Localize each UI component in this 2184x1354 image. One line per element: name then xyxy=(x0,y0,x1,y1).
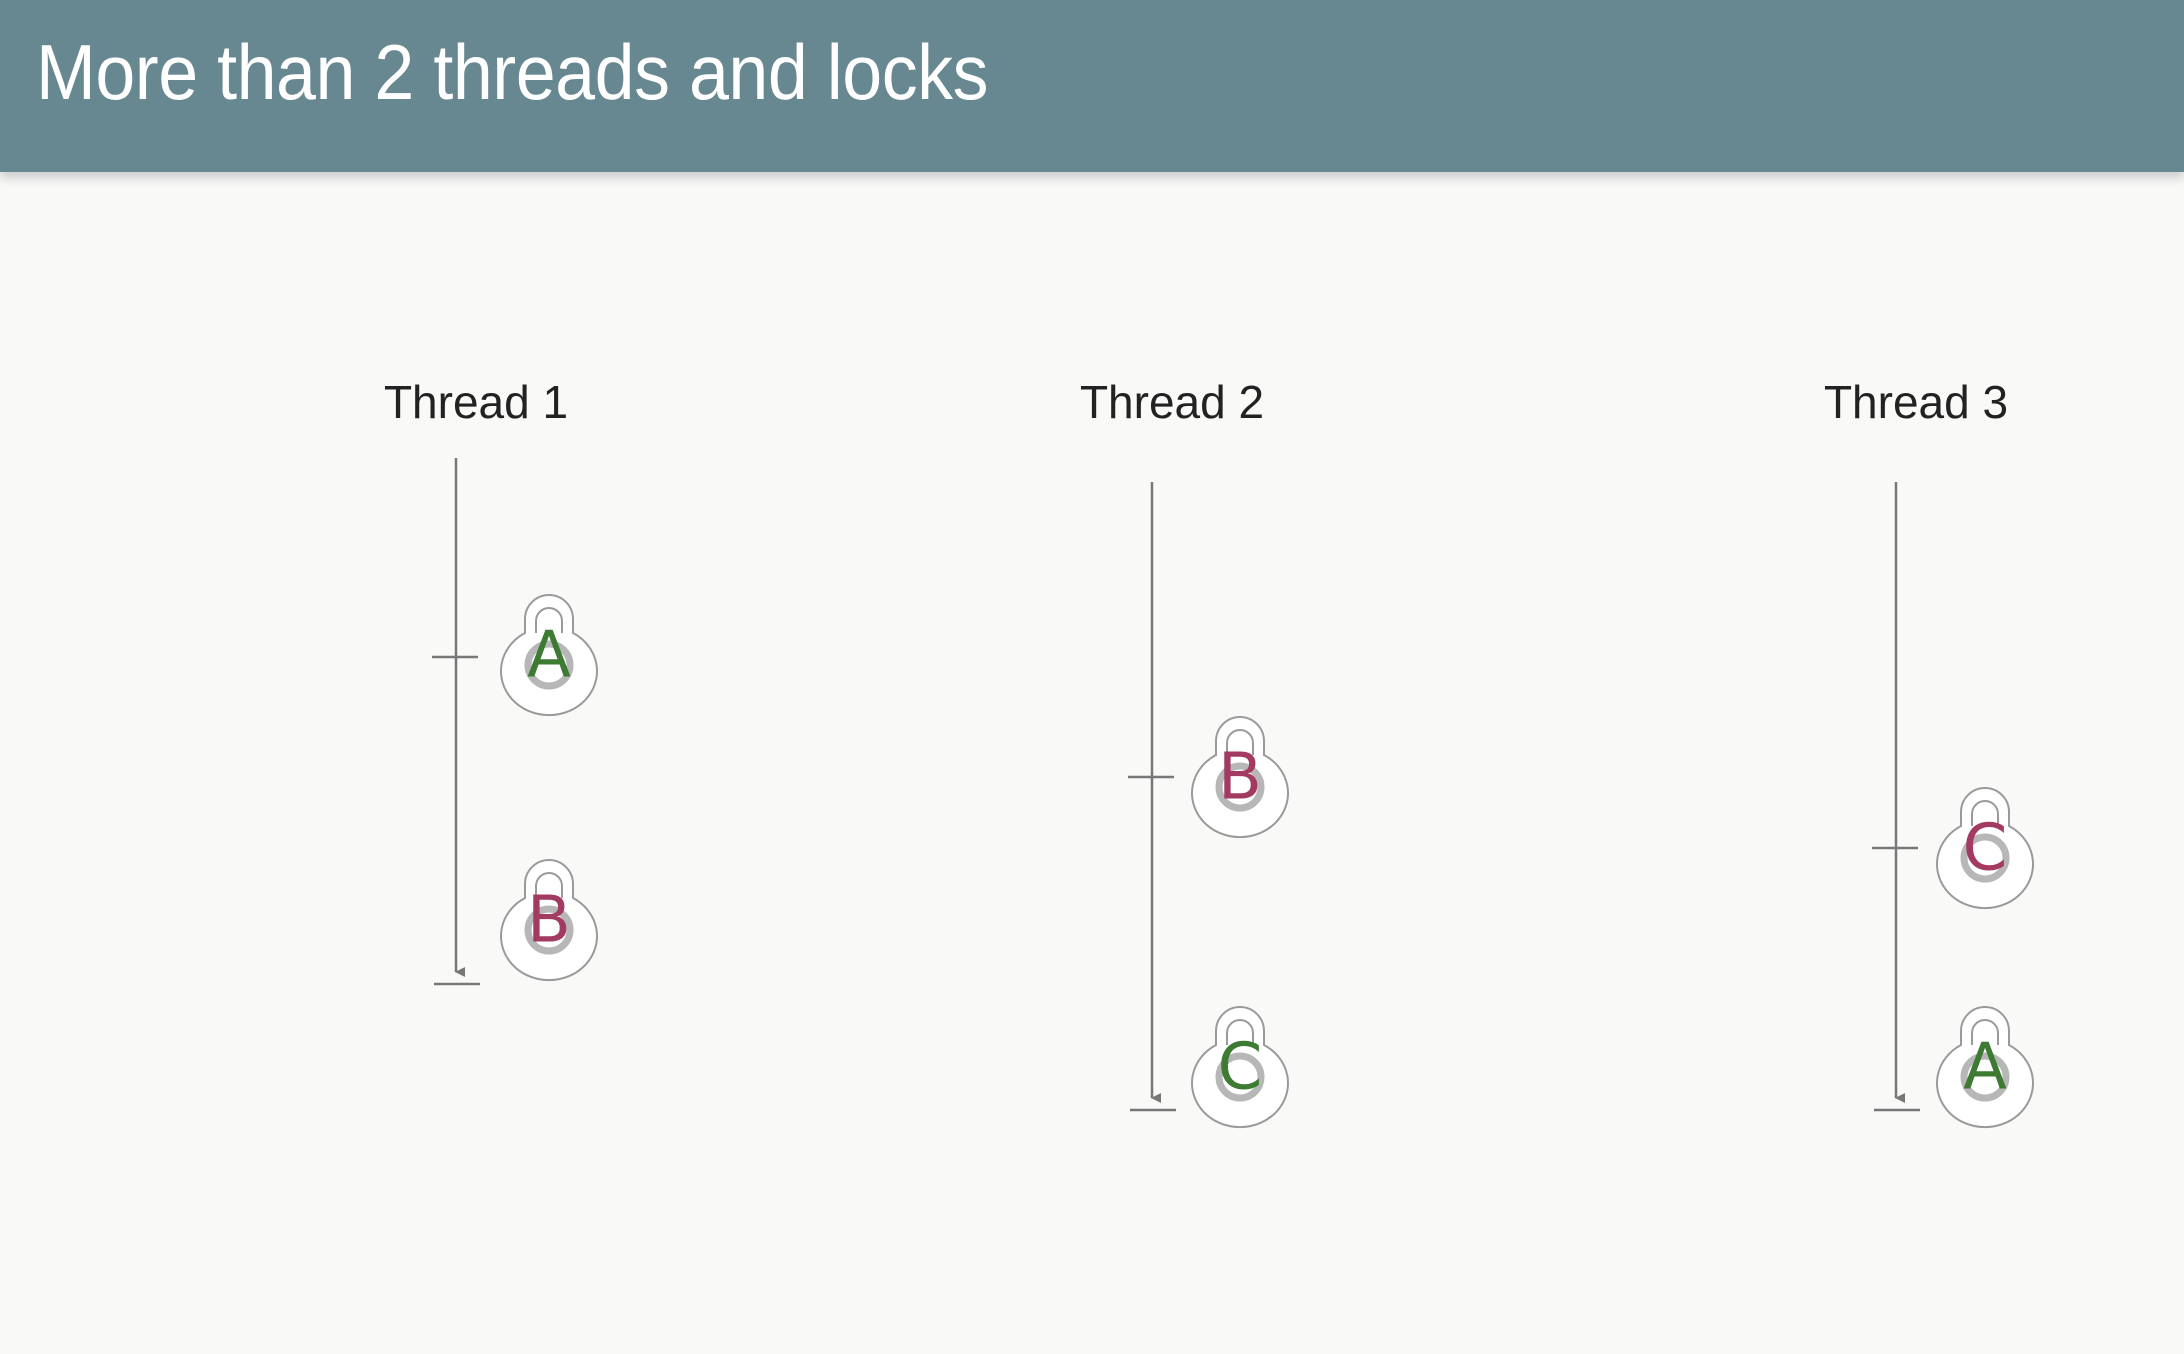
title-bar: More than 2 threads and locks xyxy=(0,0,2184,172)
thread-2-group: Thread 2 B C xyxy=(1080,376,1288,1127)
thread-2-label: Thread 2 xyxy=(1080,376,1264,428)
lock-b-label: B xyxy=(1218,741,1262,815)
thread-3-group: Thread 3 C A xyxy=(1824,376,2033,1127)
lock-a-label: A xyxy=(1963,1031,2007,1105)
lock-b-icon: B xyxy=(1192,717,1288,837)
lock-a-icon: A xyxy=(1937,1007,2033,1127)
lock-c-label: C xyxy=(1218,1031,1263,1105)
lock-b-icon: B xyxy=(501,860,597,980)
lock-b-label: B xyxy=(527,884,571,958)
lock-c-icon: C xyxy=(1937,788,2033,908)
lock-c-icon: C xyxy=(1192,1007,1288,1127)
lock-a-icon: A xyxy=(501,595,597,715)
thread-1-label: Thread 1 xyxy=(384,376,568,428)
lock-c-label: C xyxy=(1963,812,2008,886)
lock-a-label: A xyxy=(527,619,571,693)
thread-1-group: Thread 1 A B xyxy=(384,376,597,986)
thread-3-label: Thread 3 xyxy=(1824,376,2008,428)
slide-title: More than 2 threads and locks xyxy=(36,28,988,116)
